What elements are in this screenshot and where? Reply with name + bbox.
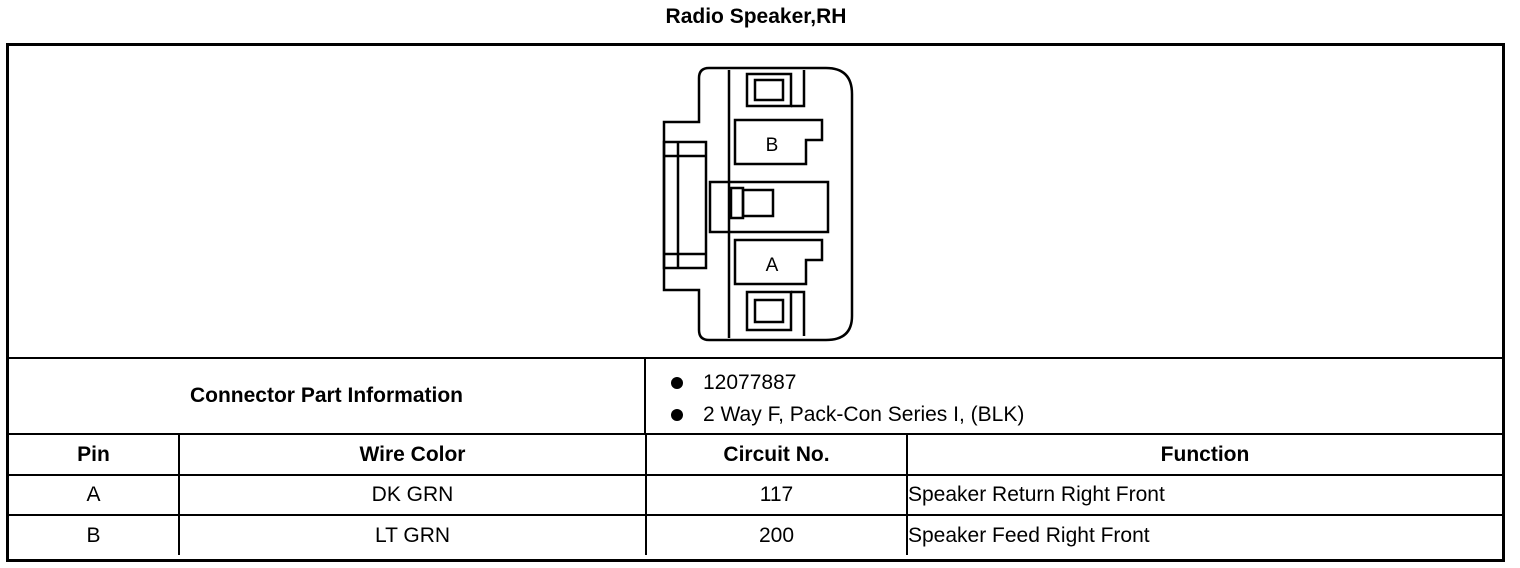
bullet-icon	[671, 377, 683, 389]
connector-frame: B A Connector Part Information 12077887 …	[6, 43, 1505, 562]
header-circuit-no: Circuit No.	[645, 435, 908, 476]
cell-pin: B	[9, 514, 180, 555]
cell-function: Speaker Return Right Front	[906, 474, 1502, 516]
cell-circuit-no: 200	[645, 514, 908, 555]
cavity-a	[733, 238, 824, 286]
header-pin: Pin	[9, 435, 180, 476]
connector-part-info-row: Connector Part Information 12077887 2 Wa…	[9, 359, 1502, 435]
table-row: B LT GRN 200 Speaker Feed Right Front	[9, 514, 1502, 555]
connector-diagram-area: B A	[9, 46, 1502, 359]
top-lock-window	[745, 72, 793, 108]
part-description: 2 Way F, Pack-Con Series I, (BLK)	[703, 403, 1025, 426]
part-info-item: 2 Way F, Pack-Con Series I, (BLK)	[669, 399, 1024, 431]
cell-wire-color: DK GRN	[178, 474, 647, 516]
cell-pin: A	[9, 474, 180, 516]
cell-function: Speaker Feed Right Front	[906, 514, 1502, 555]
latch-tab	[662, 140, 708, 270]
cavity-b	[733, 118, 824, 166]
center-key	[708, 180, 830, 234]
cavity-label-a: A	[766, 255, 779, 276]
connector-part-info-label: Connector Part Information	[9, 359, 646, 433]
part-info-item: 12077887	[669, 367, 1024, 399]
table-row: A DK GRN 117 Speaker Return Right Front	[9, 474, 1502, 516]
cell-circuit-no: 117	[645, 474, 908, 516]
connector-face-drawing: B A	[662, 66, 854, 342]
page-title: Radio Speaker,RH	[665, 5, 847, 28]
header-wire-color: Wire Color	[178, 435, 647, 476]
cell-wire-color: LT GRN	[178, 514, 647, 555]
table-header-row: Pin Wire Color Circuit No. Function	[9, 435, 1502, 476]
bullet-icon	[671, 409, 683, 421]
connector-part-info-list: 12077887 2 Way F, Pack-Con Series I, (BL…	[669, 367, 1024, 431]
header-function: Function	[906, 435, 1502, 476]
pinout-table: Pin Wire Color Circuit No. Function A DK…	[9, 435, 1502, 555]
cavity-label-b: B	[766, 135, 779, 156]
part-number: 12077887	[703, 371, 797, 394]
bottom-lock-window	[745, 290, 793, 332]
connector-housing-outline	[662, 66, 854, 342]
